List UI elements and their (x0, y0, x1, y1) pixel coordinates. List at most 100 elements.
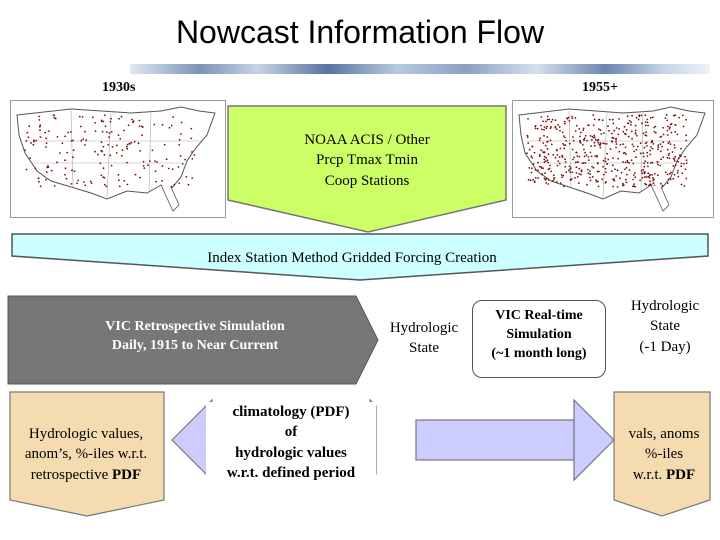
station-dot (597, 119, 600, 121)
station-dot (599, 129, 602, 132)
station-dot (594, 155, 597, 157)
station-dot (24, 149, 26, 151)
station-dot (602, 165, 604, 168)
station-dot (615, 146, 617, 149)
station-dot (633, 183, 635, 185)
station-dot (578, 140, 581, 143)
climatology-line-4: w.r.t. defined period (226, 464, 356, 481)
station-dot (533, 151, 536, 154)
station-dot (596, 156, 598, 158)
station-dot (609, 148, 612, 150)
station-dot (536, 127, 539, 130)
station-dot (667, 178, 670, 181)
station-dot (39, 124, 42, 127)
station-dot (633, 150, 636, 153)
station-dot (599, 142, 602, 144)
station-dot (39, 129, 41, 132)
station-dot (556, 181, 558, 183)
station-dot (576, 155, 579, 157)
station-dot (607, 158, 610, 161)
station-dot (527, 178, 530, 181)
station-dot (90, 182, 93, 184)
station-dot (529, 179, 532, 182)
station-dot (84, 184, 87, 187)
station-dot (641, 122, 643, 125)
station-dot (543, 128, 545, 131)
station-dot (593, 144, 596, 147)
station-map-1955 (512, 100, 714, 218)
station-dot (528, 167, 531, 169)
station-dot (575, 172, 578, 174)
station-dot (540, 124, 542, 127)
station-dot (639, 179, 641, 182)
station-dot (685, 118, 687, 121)
station-dot (605, 181, 607, 183)
station-dot (141, 134, 143, 137)
station-dot (589, 179, 592, 182)
station-dot (611, 132, 613, 135)
station-dot (551, 118, 554, 121)
station-dot (561, 131, 564, 134)
station-dot (546, 136, 549, 138)
station-dot (601, 119, 604, 122)
station-dot (637, 118, 640, 121)
station-dot (543, 177, 546, 180)
station-dot (605, 171, 607, 174)
station-dot (530, 155, 533, 158)
station-dot (587, 172, 590, 175)
station-dot (163, 143, 166, 146)
station-dot (126, 147, 129, 150)
station-dot (102, 145, 105, 148)
station-dot (673, 160, 676, 162)
station-dot (582, 144, 584, 146)
station-dot (540, 167, 543, 169)
station-dot (102, 167, 105, 170)
station-dot (632, 178, 635, 181)
station-dot (626, 159, 629, 162)
station-dot (72, 156, 74, 158)
station-dot (632, 145, 635, 148)
station-dot (544, 172, 546, 174)
station-dot (538, 153, 541, 156)
station-dot (543, 126, 546, 128)
station-dot (178, 144, 181, 146)
station-dot (108, 136, 110, 139)
station-dot (553, 177, 556, 179)
station-dot (64, 173, 66, 176)
station-dot (593, 118, 596, 121)
station-dot (599, 144, 601, 146)
station-dot (682, 125, 685, 128)
station-dot (563, 147, 566, 150)
station-dot (672, 177, 675, 180)
station-dot (633, 174, 635, 176)
station-dot (615, 140, 617, 143)
station-dot (570, 178, 573, 180)
station-dot (191, 151, 193, 153)
station-dot (142, 160, 145, 163)
station-dot (645, 183, 648, 186)
station-dot (138, 119, 141, 122)
station-dot (615, 138, 617, 141)
station-dot (622, 161, 624, 163)
station-dot (680, 183, 683, 186)
station-dot (155, 180, 158, 183)
station-dot (45, 142, 48, 144)
station-dot (547, 183, 550, 185)
right-output-line-1: vals, anoms (628, 426, 700, 442)
station-dot (131, 121, 134, 124)
station-dot (133, 140, 136, 143)
station-dot (597, 162, 599, 164)
station-dot (668, 172, 671, 175)
hydro-state-right-line-3: (-1 Day) (639, 338, 691, 355)
station-dot (653, 130, 656, 133)
station-dot (593, 134, 596, 137)
station-dot (666, 148, 669, 151)
station-dot (617, 133, 620, 136)
station-dot (625, 153, 627, 155)
station-dot (117, 173, 120, 176)
station-dot (537, 169, 539, 171)
station-dot (193, 154, 196, 156)
station-dot (587, 159, 590, 161)
station-dot (602, 159, 605, 162)
station-dot (542, 120, 544, 123)
